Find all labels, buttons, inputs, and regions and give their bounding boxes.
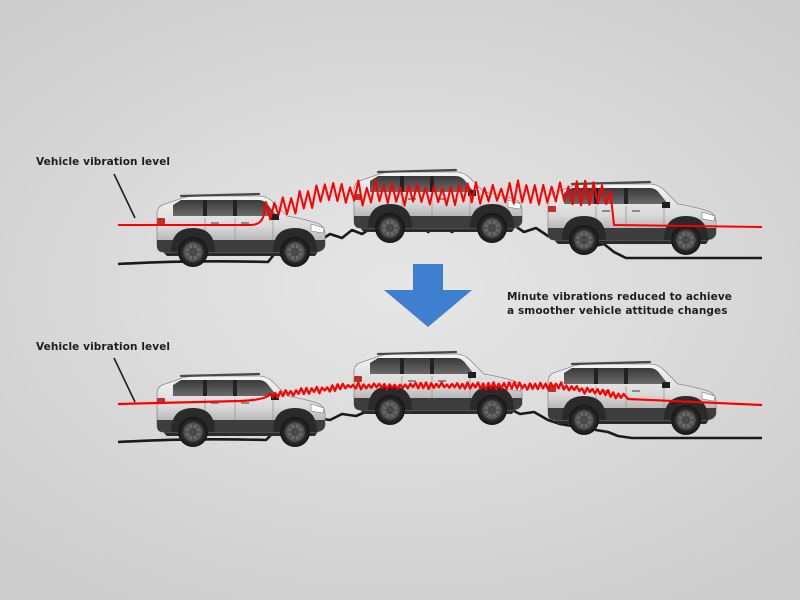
top-panel (113, 168, 763, 269)
vehicle-bottom-1 (155, 372, 327, 449)
vehicle-top-2 (352, 168, 524, 245)
arrow-down-icon (384, 264, 472, 327)
annotation-line-1: Minute vibrations reduced to achieve (507, 291, 732, 303)
bottom-panel (113, 350, 763, 449)
vehicle-vibration-level-label-top: Vehicle vibration level (36, 156, 171, 168)
annotation-line-2: a smoother vehicle attitude changes (507, 305, 728, 317)
label-pointer-line-top (113, 173, 136, 219)
vibration-line-top (118, 179, 763, 228)
vehicle-top-3 (546, 180, 718, 257)
vehicle-vibration-level-label-bottom: Vehicle vibration level (36, 341, 171, 353)
vehicle-top-1 (155, 192, 327, 269)
annotation-text: Minute vibrations reduced to achieve a s… (507, 290, 732, 318)
vibration-line-bottom (117, 381, 763, 407)
label-pointer-line-bottom (113, 357, 136, 403)
